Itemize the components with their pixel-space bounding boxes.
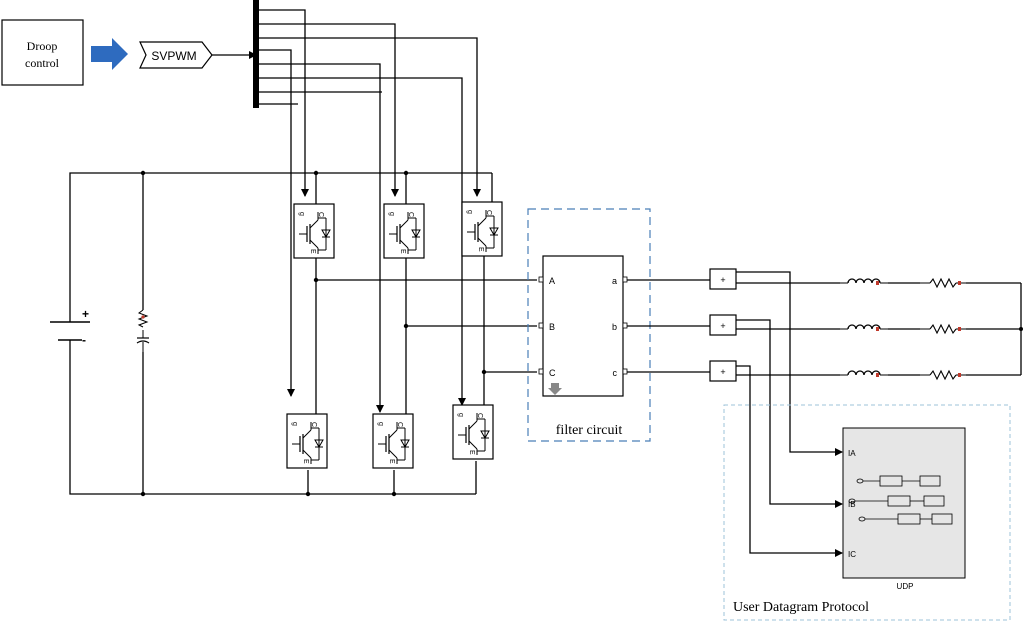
current-sensor-b[interactable]: +	[709, 314, 737, 336]
igbt-icon[interactable]	[286, 413, 328, 469]
gate-wires	[259, 9, 481, 413]
svpwm-label: SVPWM	[151, 49, 196, 63]
output-wires	[627, 279, 710, 373]
phase-leg-wires	[313, 256, 537, 414]
filter-block[interactable]: A B C a b c	[538, 255, 628, 397]
udp-name: UDP	[897, 582, 914, 591]
load-wires	[736, 282, 1023, 376]
demux-bar	[253, 0, 259, 108]
droop-label-line2: control	[25, 56, 60, 70]
udp-block[interactable]: IA IB IC	[842, 427, 966, 579]
dc-source-icon: + -	[50, 307, 90, 347]
droop-label-line1: Droop	[27, 39, 58, 53]
droop-control-block[interactable]: Droop control	[1, 19, 84, 86]
igbt-icon[interactable]	[452, 404, 494, 460]
igbt-icon[interactable]	[372, 413, 414, 469]
filter-port-a: a	[612, 276, 617, 286]
capacitor-icon	[136, 309, 150, 352]
udp-port-IC: IC	[848, 550, 856, 559]
svg-text:+: +	[720, 275, 725, 285]
filter-port-B: B	[549, 322, 555, 332]
svpwm-block[interactable]: SVPWM	[139, 41, 213, 69]
inductor-icon	[839, 278, 889, 284]
udp-caption: User Datagram Protocol	[733, 600, 869, 615]
udp-port-IB: IB	[848, 500, 856, 509]
igbt-icon[interactable]	[461, 201, 503, 257]
filter-caption: filter circuit	[556, 423, 623, 438]
dc-bus-wires	[69, 170, 493, 497]
filter-port-c: c	[613, 368, 618, 378]
svg-text:-: -	[82, 333, 86, 347]
igbt-icon[interactable]	[383, 203, 425, 259]
port-markers	[876, 281, 961, 377]
svg-text:+: +	[720, 367, 725, 377]
current-sensor-a[interactable]: +	[709, 268, 737, 290]
udp-dashed-frame	[723, 404, 1011, 621]
current-sensor-c[interactable]: +	[709, 360, 737, 382]
inductor-icon	[839, 324, 889, 330]
filter-port-b: b	[612, 322, 617, 332]
filter-port-C: C	[549, 368, 556, 378]
measurement-wires	[736, 271, 843, 557]
svg-text:+: +	[82, 307, 89, 321]
inductor-icon	[839, 370, 889, 376]
svg-text:+: +	[720, 321, 725, 331]
igbt-icon[interactable]	[293, 203, 335, 259]
filter-dashed-frame	[527, 208, 651, 442]
udp-port-IA: IA	[848, 449, 856, 458]
filter-port-A: A	[549, 276, 555, 286]
arrow-right-icon	[91, 38, 128, 70]
